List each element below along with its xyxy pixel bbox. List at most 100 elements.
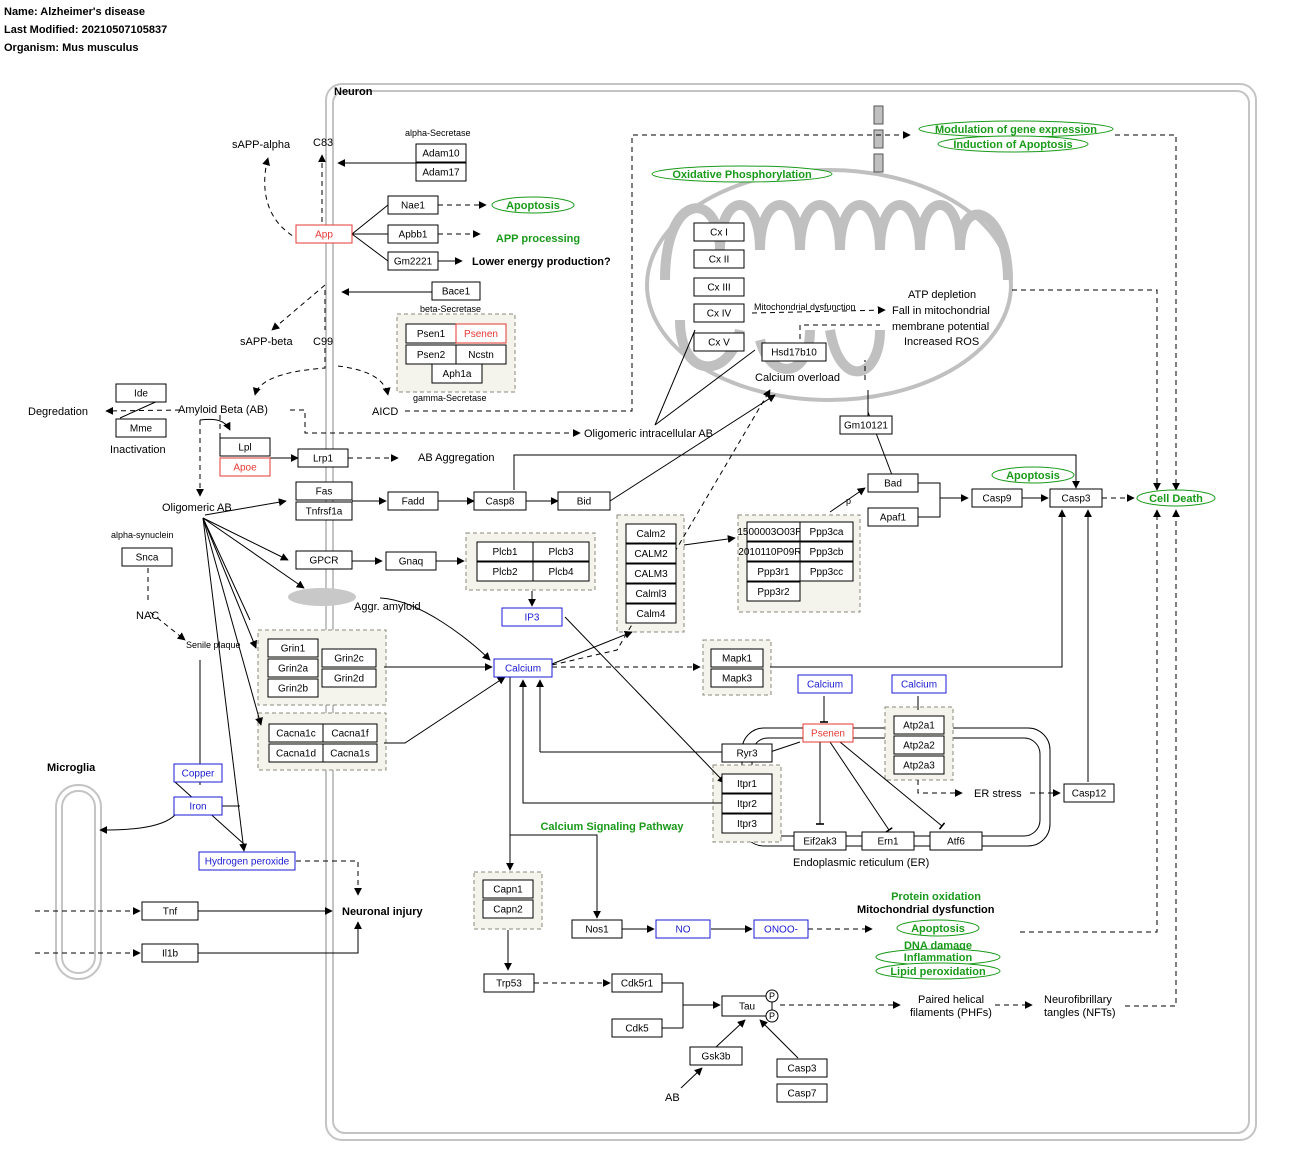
node-apaf1[interactable]: Apaf1	[867, 507, 919, 527]
node-calm2[interactable]: Calm2	[625, 523, 677, 544]
node-atp2a2[interactable]: Atp2a2	[893, 735, 945, 755]
node-plcb1[interactable]: Plcb1	[476, 541, 534, 562]
node-itpr2[interactable]: Itpr2	[721, 793, 773, 814]
node-tnfrsf1a[interactable]: Tnfrsf1a	[295, 501, 353, 521]
node-plcb4[interactable]: Plcb4	[532, 561, 590, 582]
node-ip3[interactable]: IP3	[501, 607, 563, 627]
pathway-modulation[interactable]: Modulation of gene expression	[918, 120, 1114, 138]
node-cx5[interactable]: Cx V	[693, 332, 745, 352]
node-calcium2[interactable]: Calcium	[797, 674, 853, 694]
node-hsd17b10[interactable]: Hsd17b10	[761, 342, 827, 362]
node-trp53[interactable]: Trp53	[483, 973, 535, 993]
node-casp7[interactable]: Casp7	[776, 1083, 828, 1103]
node-eif2ak3[interactable]: Eif2ak3	[793, 831, 847, 851]
node-apbb1[interactable]: Apbb1	[387, 224, 439, 244]
node-ide[interactable]: Ide	[115, 383, 167, 403]
node-cacna1s[interactable]: Cacna1s	[322, 743, 378, 763]
node-app[interactable]: App	[295, 224, 353, 244]
node-cacna1f[interactable]: Cacna1f	[322, 723, 378, 743]
pathway-lipid-peroxidation[interactable]: Lipid peroxidation	[875, 962, 1001, 980]
node-atp2a1[interactable]: Atp2a1	[893, 715, 945, 735]
pathway-protein-oxidation[interactable]: Protein oxidation	[891, 891, 981, 903]
node-lrp1[interactable]: Lrp1	[297, 448, 349, 468]
node-il1b[interactable]: Il1b	[141, 943, 199, 963]
node-mme[interactable]: Mme	[115, 418, 167, 438]
node-itpr3[interactable]: Itpr3	[721, 813, 773, 834]
node-itpr1[interactable]: Itpr1	[721, 773, 773, 794]
node-cx1[interactable]: Cx I	[693, 222, 745, 242]
node-rik2[interactable]: 2010110P09Rik	[738, 541, 810, 562]
node-mapk3[interactable]: Mapk3	[710, 668, 764, 688]
node-bad[interactable]: Bad	[867, 473, 919, 493]
node-psen2[interactable]: Psen2	[405, 344, 457, 365]
node-no[interactable]: NO	[655, 919, 711, 939]
node-adam10[interactable]: Adam10	[415, 143, 467, 163]
node-calcium1[interactable]: Calcium	[493, 658, 553, 678]
node-cdk5[interactable]: Cdk5	[611, 1018, 663, 1038]
node-capn1[interactable]: Capn1	[482, 879, 534, 899]
node-ppp3cc[interactable]: Ppp3cc	[799, 561, 854, 582]
pathway-cell-death[interactable]: Cell Death	[1136, 489, 1216, 507]
node-calm3[interactable]: CALM3	[625, 563, 677, 584]
node-aph1a[interactable]: Aph1a	[431, 363, 483, 384]
node-cx3[interactable]: Cx III	[693, 277, 745, 297]
node-tau[interactable]: Tau	[721, 995, 773, 1017]
node-onoo[interactable]: ONOO-	[753, 919, 809, 939]
node-atp2a3[interactable]: Atp2a3	[893, 755, 945, 775]
pathway-induction[interactable]: Induction of Apoptosis	[937, 135, 1089, 153]
node-grin2c[interactable]: Grin2c	[321, 648, 377, 668]
node-calcium3[interactable]: Calcium	[891, 674, 947, 694]
node-gm2221[interactable]: Gm2221	[387, 251, 439, 271]
node-tnf[interactable]: Tnf	[141, 901, 199, 921]
node-casp12[interactable]: Casp12	[1063, 783, 1115, 803]
node-psenen2[interactable]: Psenen	[802, 723, 854, 743]
node-cacna1d[interactable]: Cacna1d	[268, 743, 324, 763]
node-plcb3[interactable]: Plcb3	[532, 541, 590, 562]
node-lpl[interactable]: Lpl	[219, 437, 271, 457]
node-cdk5r1[interactable]: Cdk5r1	[611, 973, 663, 993]
node-adam17[interactable]: Adam17	[415, 162, 467, 182]
pathway-apoptosis3[interactable]: Apoptosis	[896, 919, 980, 937]
node-psenen1[interactable]: Psenen	[455, 323, 507, 344]
node-copper[interactable]: Copper	[173, 763, 223, 783]
node-iron[interactable]: Iron	[173, 796, 223, 816]
node-ppp3r1[interactable]: Ppp3r1	[746, 561, 801, 582]
node-bace1[interactable]: Bace1	[431, 281, 481, 301]
node-atf6[interactable]: Atf6	[929, 831, 983, 851]
node-bid[interactable]: Bid	[557, 491, 611, 511]
pathway-inflammation[interactable]: Inflammation	[875, 948, 1001, 966]
pathway-apoptosis2[interactable]: Apoptosis	[991, 466, 1075, 484]
pathway-oxphos[interactable]: Oxidative Phosphorylation	[651, 165, 833, 183]
node-mapk1[interactable]: Mapk1	[710, 648, 764, 668]
node-ppp3ca[interactable]: Ppp3ca	[799, 521, 854, 542]
node-h2o2[interactable]: Hydrogen peroxide	[198, 851, 296, 871]
node-casp8[interactable]: Casp8	[473, 491, 527, 511]
node-snca[interactable]: Snca	[121, 547, 173, 567]
node-grin1[interactable]: Grin1	[267, 638, 319, 658]
node-casp3b[interactable]: Casp3	[776, 1058, 828, 1078]
node-ncstn[interactable]: Ncstn	[455, 344, 507, 365]
node-cx2[interactable]: Cx II	[693, 249, 745, 269]
pathway-apoptosis1[interactable]: Apoptosis	[491, 196, 575, 214]
node-nos1[interactable]: Nos1	[571, 919, 623, 939]
node-nae1[interactable]: Nae1	[387, 195, 439, 215]
node-grin2a[interactable]: Grin2a	[267, 658, 319, 678]
node-cx4[interactable]: Cx IV	[693, 303, 745, 323]
node-ppp3r2[interactable]: Ppp3r2	[746, 581, 801, 602]
node-casp9[interactable]: Casp9	[971, 488, 1023, 508]
node-calm2b[interactable]: CALM2	[625, 543, 677, 564]
node-ppp3cb[interactable]: Ppp3cb	[799, 541, 854, 562]
node-ryr3[interactable]: Ryr3	[721, 743, 773, 763]
node-apoe[interactable]: Apoe	[219, 457, 271, 477]
node-casp3a[interactable]: Casp3	[1049, 488, 1103, 508]
node-fadd[interactable]: Fadd	[387, 491, 439, 511]
node-plcb2[interactable]: Plcb2	[476, 561, 534, 582]
pathway-calcium-signaling[interactable]: Calcium Signaling Pathway	[540, 821, 684, 833]
node-grin2d[interactable]: Grin2d	[321, 668, 377, 688]
node-cacna1c[interactable]: Cacna1c	[268, 723, 324, 743]
node-calml3[interactable]: Calml3	[625, 583, 677, 604]
node-gm10121[interactable]: Gm10121	[839, 415, 893, 435]
node-psen1[interactable]: Psen1	[405, 323, 457, 344]
node-ern1[interactable]: Ern1	[861, 831, 915, 851]
node-gnaq[interactable]: Gnaq	[385, 551, 437, 571]
